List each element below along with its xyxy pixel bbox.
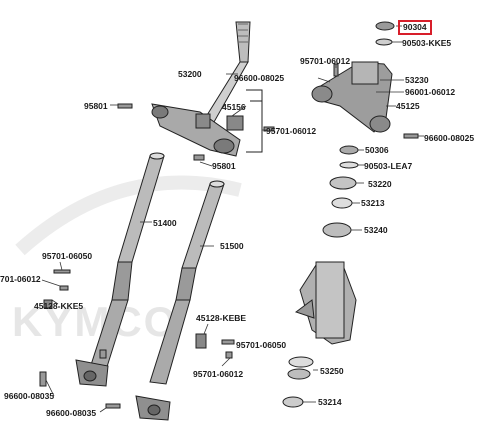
part-label-96600-08035-bottom[interactable]: 96600-08035 — [46, 408, 97, 418]
part-label-96001-06012[interactable]: 96001-06012 — [405, 87, 456, 97]
top-bridge-53230 — [311, 61, 393, 133]
part-label-95701-06012-bottom[interactable]: 95701-06012 — [193, 369, 244, 379]
part-label-51500[interactable]: 51500 — [220, 241, 244, 251]
part-label-45156[interactable]: 45156 — [222, 102, 246, 112]
part-label-53220[interactable]: 53220 — [368, 179, 392, 189]
frame-head-tube — [294, 261, 357, 345]
part-label-95701-06012-top[interactable]: 95701-06012 — [300, 56, 351, 66]
part-label-96600-08035-left[interactable]: 96600-08035 — [4, 391, 55, 401]
part-label-95801-lower[interactable]: 95801 — [212, 161, 236, 171]
part-label-95701-06050-right[interactable]: 95701-06050 — [236, 340, 287, 350]
part-label-45128-kebe[interactable]: 45128-KEBE — [196, 313, 247, 323]
part-label-96600-08025-top[interactable]: 96600-08025 — [234, 73, 285, 83]
part-label-90503-kke5[interactable]: 90503-KKE5 — [402, 38, 452, 48]
leader-lines — [41, 25, 424, 413]
kymco-watermark: KYMCO — [12, 298, 179, 345]
part-label-701-06012[interactable]: 701-06012 — [0, 274, 41, 284]
part-label-53250[interactable]: 53250 — [320, 366, 344, 376]
part-label-95701-06050-left[interactable]: 95701-06050 — [42, 251, 93, 261]
part-label-45128-kke5[interactable]: 45128-KKE5 — [34, 301, 84, 311]
part-label-51400[interactable]: 51400 — [153, 218, 177, 228]
fork-tube-51500 — [135, 180, 225, 421]
part-label-53214[interactable]: 53214 — [318, 397, 342, 407]
part-label-53200[interactable]: 53200 — [178, 69, 202, 79]
part-label-90503-lea7[interactable]: 90503-LEA7 — [364, 161, 413, 171]
part-label-53213[interactable]: 53213 — [361, 198, 385, 208]
bearing-stack — [322, 145, 359, 238]
part-label-53240[interactable]: 53240 — [364, 225, 388, 235]
fork-tube-51400 — [75, 152, 165, 387]
part-label-50306[interactable]: 50306 — [365, 145, 389, 155]
part-label-96600-08025-right[interactable]: 96600-08025 — [424, 133, 475, 143]
part-label-95701-06012-mid[interactable]: 95701-06012 — [266, 126, 317, 136]
lower-bracket — [151, 103, 241, 157]
part-label-95801-upper[interactable]: 95801 — [84, 101, 108, 111]
part-label-90304[interactable]: 90304 — [398, 20, 432, 35]
part-label-45125[interactable]: 45125 — [396, 101, 420, 111]
part-label-53230[interactable]: 53230 — [405, 75, 429, 85]
